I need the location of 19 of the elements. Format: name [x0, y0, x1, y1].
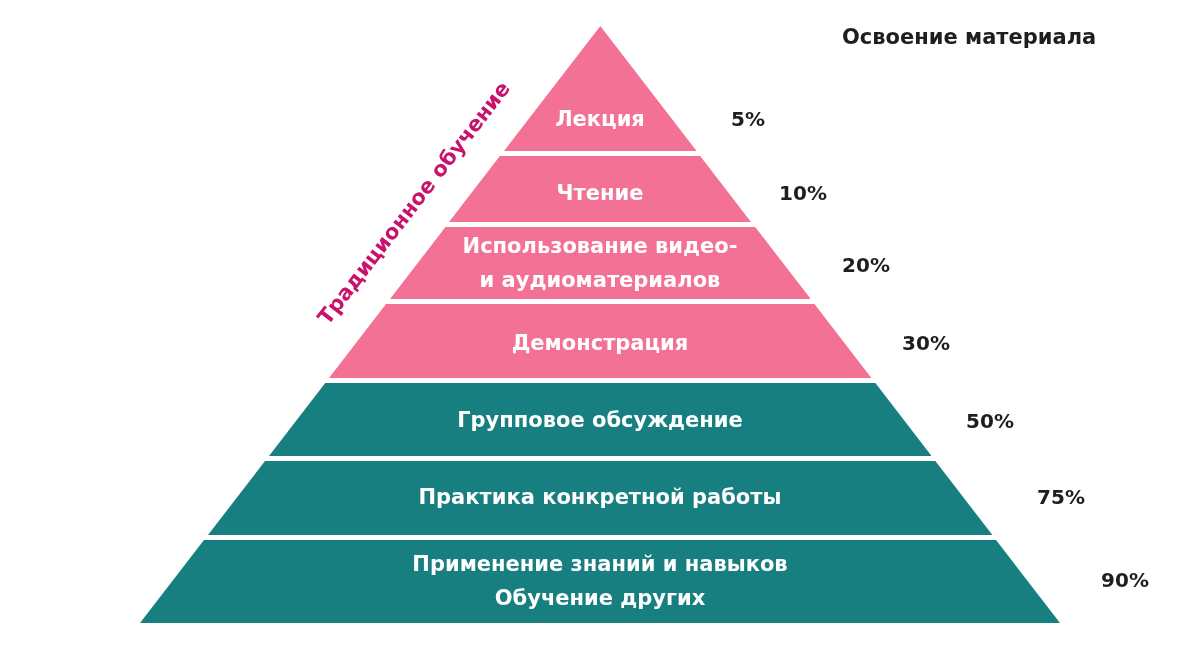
tier-label: Чтение	[556, 180, 644, 207]
tier-label: Использование видео- и аудиоматериалов	[461, 233, 739, 294]
percentage-value: 90%	[1101, 568, 1149, 592]
tier-label: Демонстрация	[511, 330, 689, 357]
pyramid-tier	[268, 383, 932, 456]
pyramid-tier	[207, 461, 993, 535]
percentage-value: 30%	[902, 331, 950, 355]
percentage-value: 5%	[731, 107, 765, 131]
percentage-value: 20%	[842, 253, 890, 277]
tier-label: Практика конкретной работы	[418, 484, 782, 511]
tier-label: Обучение других	[494, 585, 706, 612]
tier-label: Групповое обсуждение	[457, 407, 743, 434]
pyramid-tier	[140, 540, 1060, 623]
tier-label: Лекция	[555, 106, 645, 133]
percentage-value: 50%	[966, 409, 1014, 433]
percentage-value: 75%	[1037, 485, 1085, 509]
column-heading: Освоение материала	[842, 25, 1097, 49]
percentage-value: 10%	[779, 181, 827, 205]
tier-label: Применение знаний и навыков	[412, 551, 788, 578]
